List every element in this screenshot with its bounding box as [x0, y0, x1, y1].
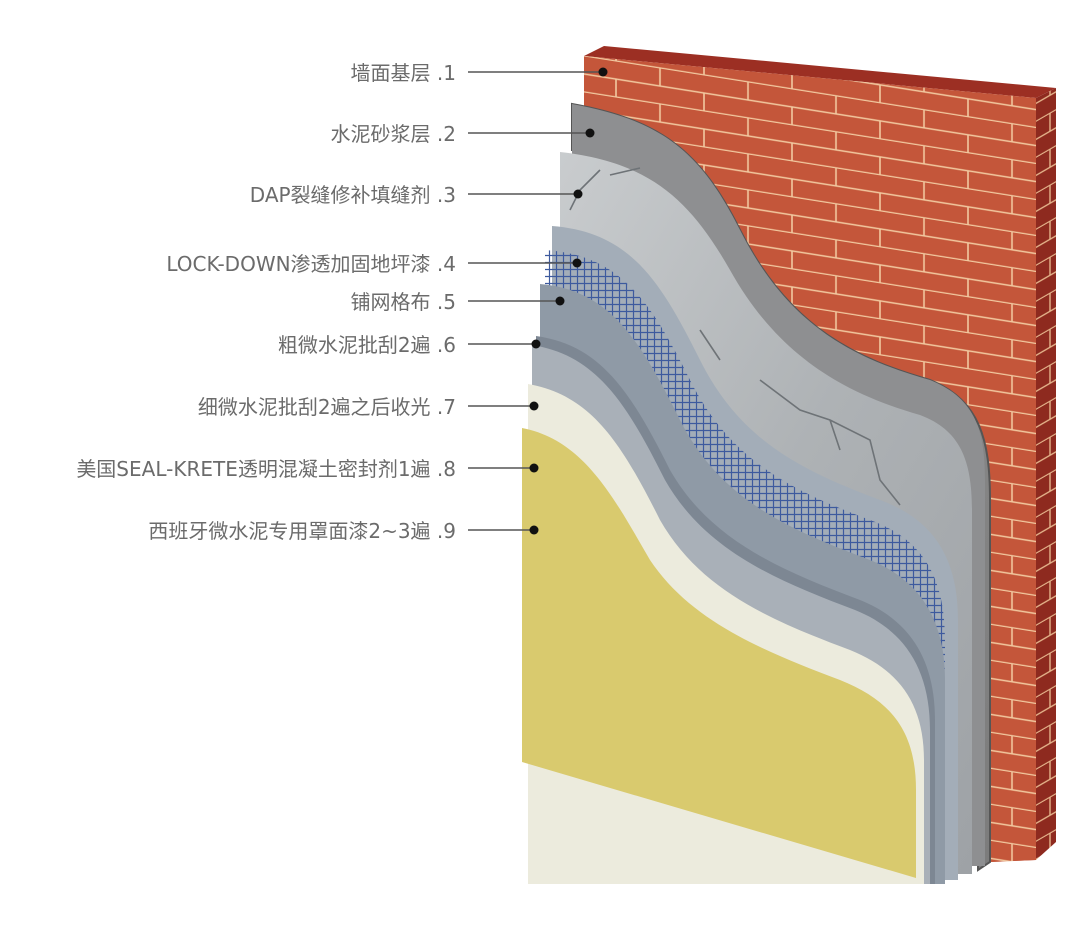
- leader-3: DAP裂缝修补填缝剂 .3: [250, 183, 583, 207]
- brick-wall-front-lower: [990, 470, 1036, 862]
- layer-label-5: 铺网格布 .5: [351, 290, 456, 314]
- layer-label-9: 西班牙微水泥专用罩面漆2~3遍 .9: [148, 519, 456, 543]
- leader-dot-icon: [530, 526, 539, 535]
- leader-dot-icon: [573, 259, 582, 268]
- leader-9: 西班牙微水泥专用罩面漆2~3遍 .9: [148, 519, 538, 543]
- leader-dot-icon: [574, 190, 583, 199]
- leader-dot-icon: [556, 297, 565, 306]
- leader-dot-icon: [530, 464, 539, 473]
- leader-1: 墙面基层 .1: [351, 61, 608, 85]
- leader-6: 粗微水泥批刮2遍 .6: [278, 333, 541, 357]
- layer-label-1: 墙面基层 .1: [351, 61, 456, 85]
- leader-7: 细微水泥批刮2遍之后收光 .7: [198, 395, 539, 419]
- brick-wall-side: [1036, 88, 1056, 860]
- leader-dot-icon: [530, 402, 539, 411]
- layer-label-7: 细微水泥批刮2遍之后收光 .7: [198, 395, 456, 419]
- leader-dot-icon: [532, 340, 541, 349]
- layer-label-3: DAP裂缝修补填缝剂 .3: [250, 183, 456, 207]
- layer-label-2: 水泥砂浆层 .2: [331, 122, 456, 146]
- layer-label-4: LOCK-DOWN渗透加固地坪漆 .4: [166, 252, 456, 276]
- layer-label-8: 美国SEAL-KRETE透明混凝土密封剂1遍 .8: [76, 457, 456, 481]
- leader-4: LOCK-DOWN渗透加固地坪漆 .4: [166, 252, 581, 276]
- leader-8: 美国SEAL-KRETE透明混凝土密封剂1遍 .8: [76, 457, 538, 481]
- layer-label-6: 粗微水泥批刮2遍 .6: [278, 333, 456, 357]
- leader-2: 水泥砂浆层 .2: [331, 122, 595, 146]
- leader-dot-icon: [586, 129, 595, 138]
- leader-dot-icon: [599, 68, 608, 77]
- leader-5: 铺网格布 .5: [351, 290, 565, 314]
